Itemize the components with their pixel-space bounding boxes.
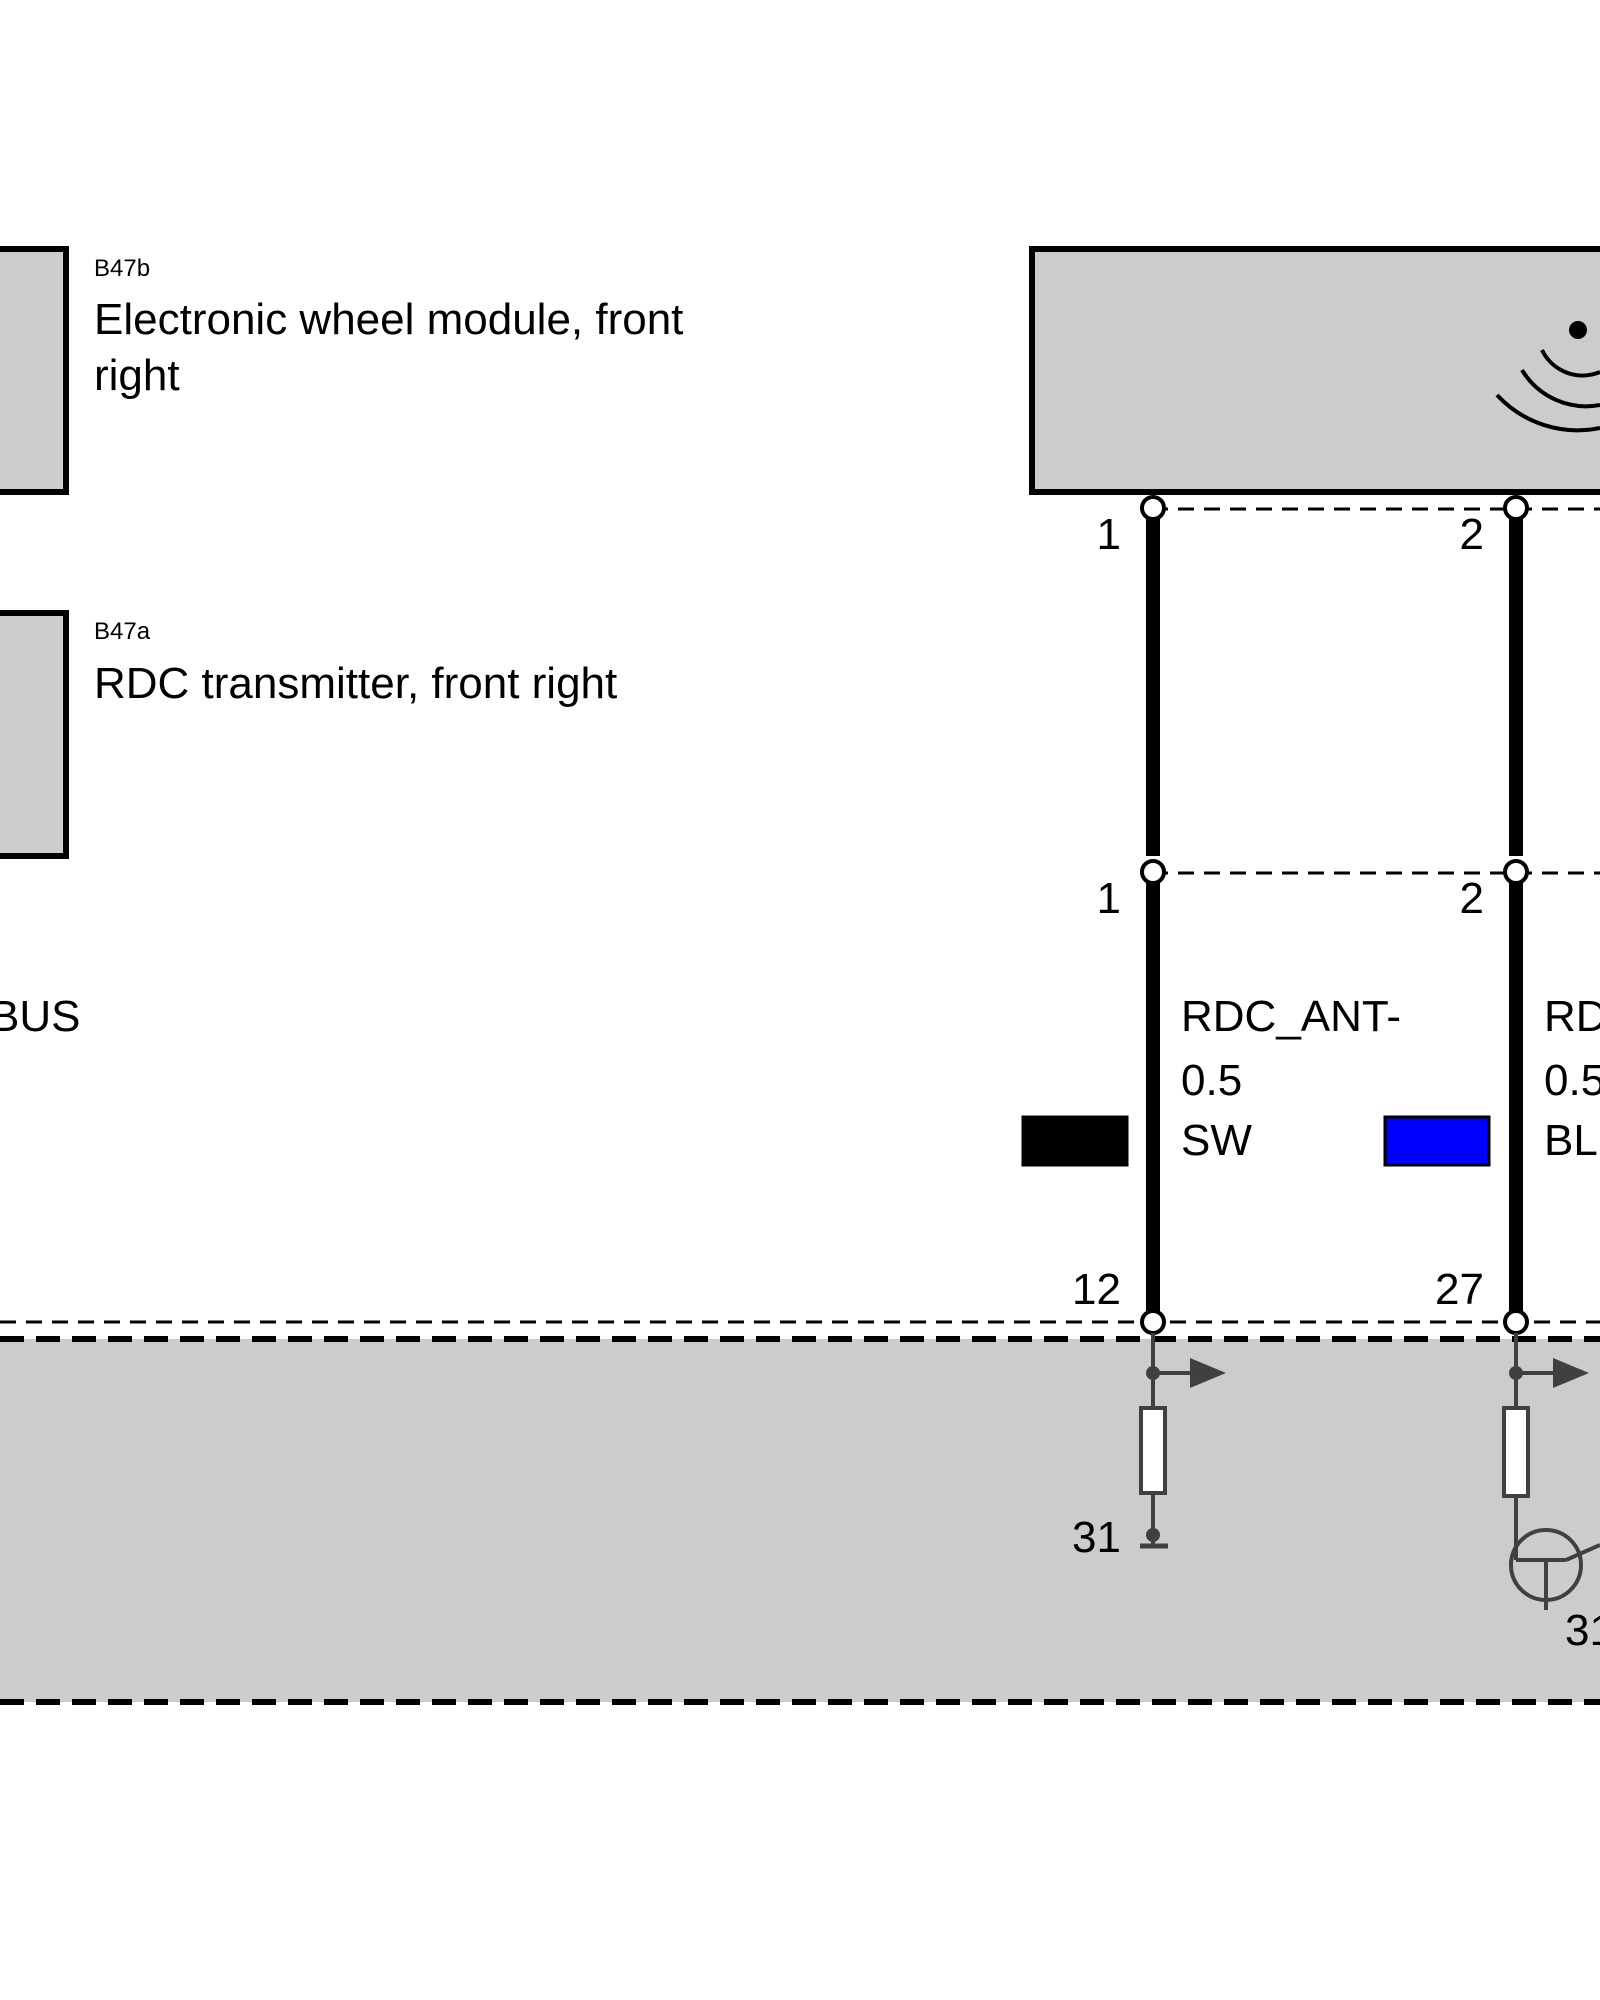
pin-terminal — [1503, 859, 1529, 885]
b47a-title: RDC transmitter, front right — [94, 659, 617, 708]
wire-2-cross-section: 0.5 — [1544, 1056, 1600, 1105]
signal-arrow-icon — [1553, 1358, 1589, 1388]
wire-1-color-swatch — [1021, 1115, 1129, 1167]
wireless-signal-icon — [1495, 321, 1600, 433]
wire-2-pin-bottom: 27 — [1435, 1265, 1484, 1314]
wire-1-internal-circuit — [1139, 1333, 1192, 1549]
wire-1-cross-section: 0.5 — [1181, 1056, 1242, 1105]
b47b-title-line2: right — [94, 351, 180, 400]
wire-2-color-code: BL — [1544, 1116, 1598, 1165]
b47b-title-line1: Electronic wheel module, front — [94, 295, 683, 344]
pull-down-resistor — [1139, 1406, 1167, 1495]
b47b-component-box — [0, 246, 69, 495]
b47a-code: B47a — [94, 618, 151, 645]
b47a-component-box — [0, 610, 69, 859]
pin-terminal — [1140, 859, 1166, 885]
pin-terminal — [1140, 495, 1166, 521]
control-unit-area — [0, 1339, 1600, 1702]
bus-label: BUS — [0, 992, 80, 1041]
wire-1-color-code: SW — [1181, 1116, 1252, 1165]
pin-terminal — [1503, 1309, 1529, 1335]
pin-terminal — [1503, 495, 1529, 521]
wire-1-pin-top: 1 — [1097, 510, 1121, 559]
series-resistor — [1502, 1406, 1530, 1498]
wire-2-internal-circuit — [1502, 1333, 1600, 1610]
b47b-code: B47b — [94, 255, 150, 282]
wire-2-signal: RD — [1544, 992, 1600, 1041]
junction-dot — [1509, 1366, 1523, 1380]
junction-dot — [1146, 1366, 1160, 1380]
wire-2-pin-top: 2 — [1460, 510, 1484, 559]
junction-dot — [1146, 1528, 1160, 1542]
wire-2-pin-mid: 2 — [1460, 874, 1484, 923]
wire-1-pin-mid: 1 — [1097, 874, 1121, 923]
wheel-module-box — [1029, 246, 1600, 495]
wire-1-pin-bottom: 12 — [1072, 1265, 1121, 1314]
ground-label-left: 31 — [1072, 1513, 1121, 1562]
signal-arrow-icon — [1190, 1358, 1226, 1388]
wire-2-color-swatch — [1383, 1115, 1491, 1167]
pin-terminal — [1140, 1309, 1166, 1335]
wire-1-signal: RDC_ANT- — [1181, 992, 1401, 1041]
ground-label-right: 31 — [1565, 1606, 1600, 1655]
